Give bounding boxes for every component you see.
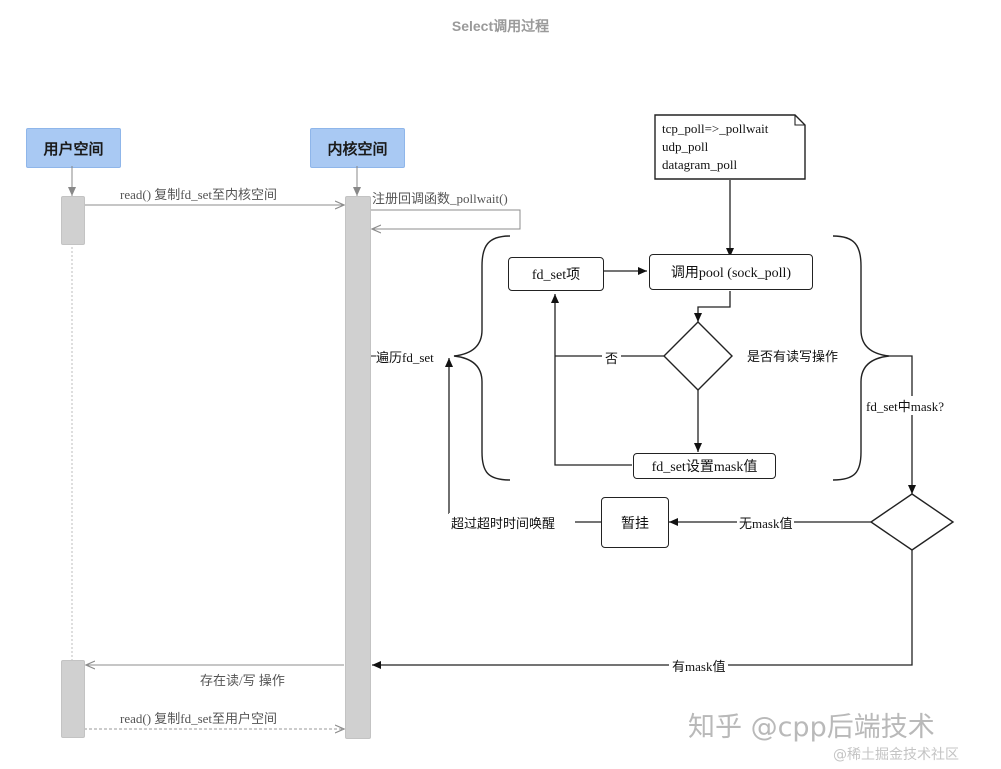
msg-read-copy-to-user: read() 复制fd_set至用户空间	[120, 711, 278, 726]
label-no-mask: 无mask值	[737, 513, 795, 532]
note-line-1: tcp_poll=>_pollwait	[662, 121, 769, 136]
suspend-box: 暂挂	[601, 497, 669, 548]
msg-read-copy-to-kernel: read() 复制fd_set至内核空间	[120, 187, 278, 202]
watermark-main: 知乎 @cpp后端技术	[688, 712, 935, 743]
call-pool-box: 调用pool (sock_poll)	[649, 254, 813, 290]
msg-register-callback: 注册回调函数_pollwait()	[372, 191, 508, 206]
user-activation-1	[61, 196, 85, 245]
right-brace	[832, 235, 890, 481]
label-timeout-wake: 超过超时时间唤醒	[449, 513, 558, 532]
pool-to-decision-arrow	[694, 291, 731, 322]
to-mask-decision-arrow	[889, 355, 916, 494]
note-line-2: udp_poll	[662, 139, 709, 154]
left-brace	[453, 235, 511, 481]
diagram-title: Select调用过程	[451, 18, 550, 34]
mask-decision-diamond	[869, 493, 955, 551]
setmask-to-item-arrow	[551, 294, 632, 466]
label-no: 否	[602, 348, 622, 367]
fdset-item-box: fd_set项	[508, 257, 604, 291]
label-mask-in-fdset: fd_set中mask?	[866, 396, 944, 415]
actor-user-space: 用户空间	[26, 128, 121, 168]
label-has-rw-op: 是否有读写操作	[747, 349, 839, 364]
user-activation-2	[61, 660, 85, 738]
kernel-activation	[345, 196, 371, 739]
msg-traverse-fdset: 遍历fd_set	[376, 350, 434, 365]
msg-rw-ready: 存在读/写 操作	[200, 673, 285, 688]
msg-register-callback-arrow	[370, 209, 521, 229]
poll-note: tcp_poll=>_pollwait udp_poll datagram_po…	[654, 114, 806, 180]
set-mask-box: fd_set设置mask值	[633, 453, 776, 479]
hasmask-to-kernel-arrow	[372, 550, 913, 669]
note-line-3: datagram_poll	[662, 157, 738, 172]
actor-kernel-space: 内核空间	[310, 128, 405, 168]
label-has-mask: 有mask值	[669, 656, 729, 675]
watermark-sub: @稀土掘金技术社区	[833, 747, 959, 763]
rw-decision-diamond	[663, 321, 733, 391]
